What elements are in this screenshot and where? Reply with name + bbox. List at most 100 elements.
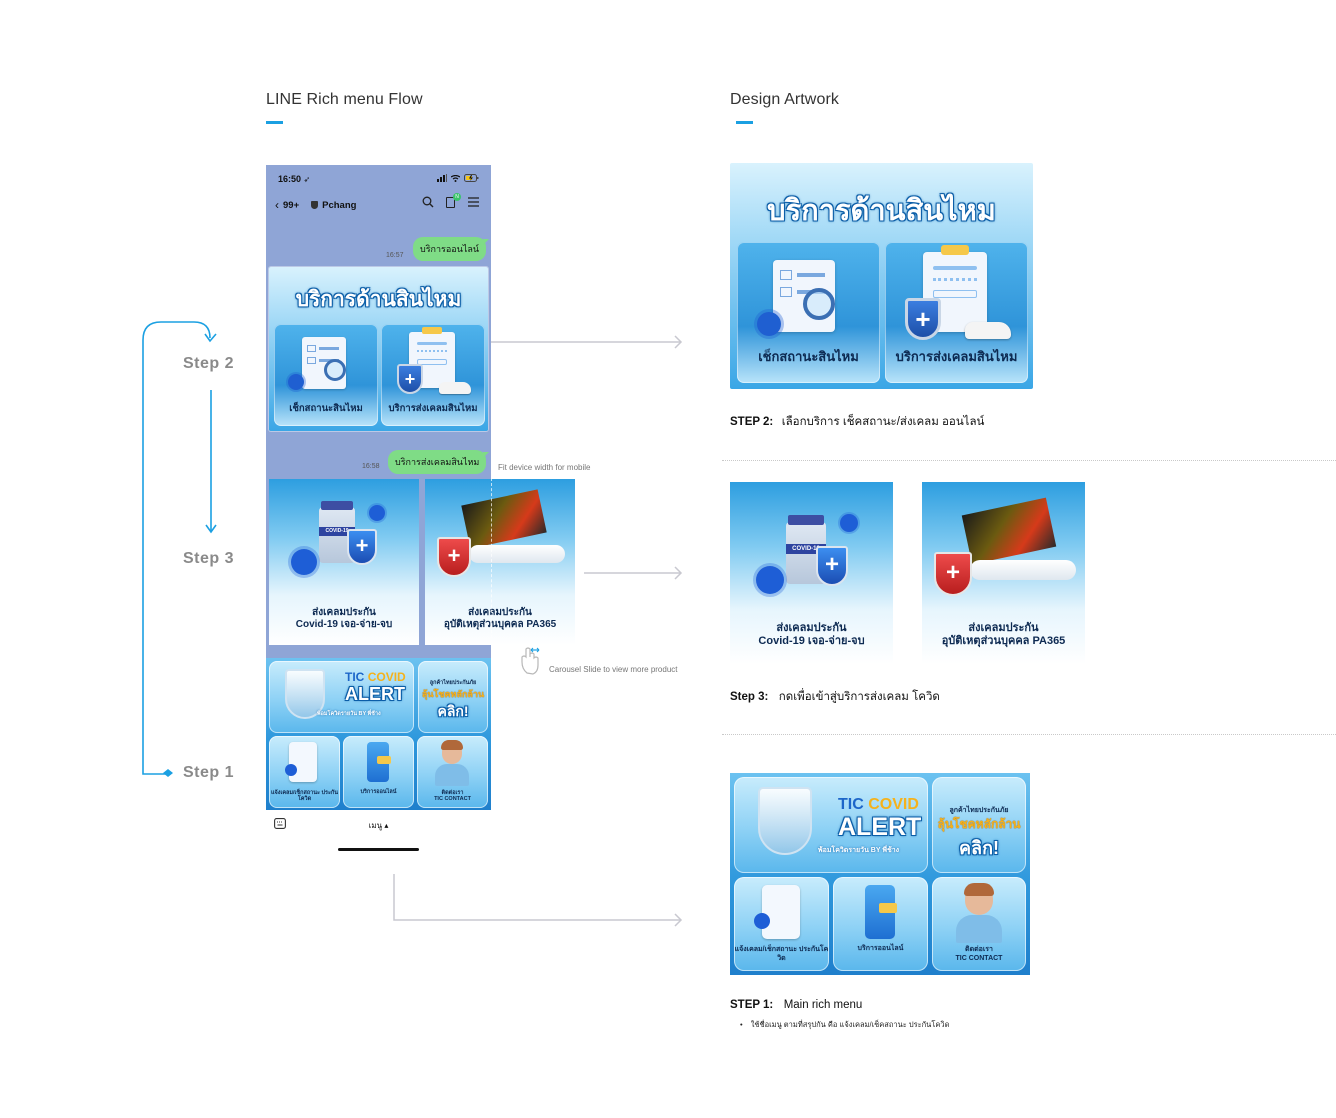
caption-step1: STEP 1: Main rich menu — [730, 995, 862, 1013]
wifi-icon — [451, 174, 460, 182]
check-claim-status-label: เช็กสถานะสินไหม — [289, 403, 363, 414]
left-section-title: LINE Rich menu Flow — [266, 91, 423, 108]
search-icon[interactable] — [422, 196, 434, 208]
artwork-claims-title: บริการด้านสินไหม — [767, 195, 996, 227]
shield-cross-icon: + — [437, 537, 471, 577]
fit-device-hint: Fit device width for mobile — [498, 463, 591, 472]
artwork-covid-line2: Covid-19 เจอ-จ่าย-จบ — [758, 634, 865, 647]
flow-step-1-label: Step 1 — [183, 764, 235, 781]
caption-step2: STEP 2: เลือกบริการ เช็คสถานะ/ส่งเคลม ออ… — [730, 412, 984, 431]
caption-step3-text: กดเพื่อเข้าสู่บริการส่งเคลม โควิด — [778, 691, 940, 703]
shield-plus-icon: + — [816, 546, 848, 586]
keyboard-icon[interactable] — [274, 818, 286, 829]
virus-icon — [757, 312, 781, 336]
artwork-pa365-line1: ส่งเคลมประกัน — [968, 622, 1039, 634]
submit-claim-label: บริการส่งเคลมสินไหม — [388, 403, 478, 414]
contact-tile-label2: TIC CONTACT — [434, 796, 471, 803]
status-icons — [437, 174, 479, 182]
artwork-submit-claim-label: บริการส่งเคลมสินไหม — [895, 349, 1018, 364]
elephant-shield-icon — [758, 787, 812, 855]
rich-menu-online-service-tile[interactable]: บริการออนไลน์ — [343, 736, 414, 808]
step1-diamond-marker — [163, 769, 173, 777]
arrow-step2-to-artwork — [491, 335, 683, 349]
bullet-dot: • — [740, 1020, 743, 1029]
artwork-promo-line2: ลุ้นโชคหลักล้าน — [937, 817, 1021, 831]
location-arrow-icon: ➶ — [303, 175, 311, 184]
battery-charging-icon — [464, 174, 479, 182]
swipe-hand-icon — [519, 645, 543, 682]
call-center-agent-icon — [441, 740, 463, 764]
status-time: 16:50 ➶ — [278, 174, 311, 184]
artwork-rich-menu: TIC COVID ALERT พ้อมโควิดรายวัน BY พี่ช้… — [730, 773, 1030, 975]
banner-title-tic: TIC — [345, 670, 365, 684]
rich-menu-claim-status-tile[interactable]: แจ้งเคลม/เช็กสถานะ ประกันโควิด — [269, 736, 340, 808]
pa365-card-line2: อุบัติเหตุส่วนบุคคล PA365 — [443, 618, 557, 630]
virus-icon — [285, 764, 297, 776]
check-claim-status-tile[interactable]: เช็กสถานะสินไหม — [274, 324, 378, 426]
online-service-tile-label: บริการออนไลน์ — [360, 789, 397, 796]
rich-menu-toggle[interactable]: เมนู ▴ — [368, 821, 389, 830]
notes-icon[interactable]: N — [446, 193, 461, 208]
arrow-step1-to-artwork — [393, 874, 683, 927]
virus-icon — [756, 566, 784, 594]
arrow-step3-to-artwork — [584, 566, 683, 580]
rich-menu-toggle-bar: เมนู ▴ — [266, 810, 491, 860]
caption-step1-bullet: • ใช้ชื่อเมนู ตามที่สรุปกัน คือ แจ้งเคลม… — [740, 1019, 949, 1031]
caption-step2-text: เลือกบริการ เช็คสถานะ/ส่งเคลม ออนไลน์ — [781, 416, 985, 428]
virus-icon — [288, 374, 304, 390]
artwork-banner-tic: TIC — [838, 796, 864, 813]
caption-step1-bullet-text: ใช้ชื่อเมนู ตามที่สรุปกัน คือ แจ้งเคลม/เ… — [750, 1020, 950, 1029]
arm-cast-icon — [970, 560, 1076, 580]
back-chevron-icon[interactable]: ‹ — [275, 198, 279, 212]
rich-menu-contact-tile[interactable]: ติดต่อเรา TIC CONTACT — [417, 736, 488, 808]
shield-plus-icon: + — [905, 298, 941, 340]
shield-plus-icon: + — [347, 529, 377, 565]
smartphone-chat-icon — [865, 885, 897, 939]
arrowhead-step3 — [205, 524, 217, 534]
rich-menu-covid-alert-banner[interactable]: TIC COVID ALERT พ้อมโควิดรายวัน BY พี่ช้… — [269, 661, 414, 733]
line-chat-screen: 16:50 ➶ ‹ 99+ Pchang N 16:57 บริการออนไล… — [266, 165, 575, 810]
phone-form-hand-icon — [289, 742, 317, 782]
artwork-covid-alert-banner: TIC COVID ALERT พ้อมโควิดรายวัน BY พี่ช้… — [734, 777, 928, 873]
menu-icon[interactable] — [468, 197, 479, 207]
artwork-promo-line1: ลูกค้าไทยประกันภัย — [949, 807, 1009, 814]
caption-step1-text: Main rich menu — [783, 999, 863, 1011]
right-title-underline — [736, 121, 753, 124]
caption-step2-label: STEP 2: — [730, 416, 774, 428]
virus-icon — [840, 514, 858, 532]
unread-count[interactable]: 99+ — [283, 199, 300, 211]
right-section-title: Design Artwork — [730, 91, 839, 108]
caption-step3: Step 3: กดเพื่อเข้าสู่บริการส่งเคลม โควิ… — [730, 687, 940, 706]
left-title-underline — [266, 121, 283, 124]
artwork-check-status-label: เช็กสถานะสินไหม — [758, 349, 859, 364]
section-divider — [722, 734, 1336, 735]
message-time: 16:57 — [386, 252, 404, 259]
chat-bubble-claim-service[interactable]: บริการส่งเคลมสินไหม — [388, 450, 490, 474]
virus-icon — [369, 505, 385, 521]
promo-line2: ลุ้นโชคหลักล้าน — [421, 689, 485, 699]
claims-card-title: บริการด้านสินไหม — [295, 288, 462, 311]
claims-service-card: บริการด้านสินไหม เช็กสถานะสินไหม + บริกา… — [269, 267, 488, 431]
checklist-magnifier-icon — [302, 337, 346, 389]
banner-title-covid: COVID — [367, 670, 406, 684]
promo-line3: คลิก! — [437, 703, 469, 719]
virus-icon — [754, 913, 770, 929]
elephant-shield-icon — [285, 669, 325, 719]
phone-form-hand-icon — [762, 885, 800, 939]
chat-bubble-online-service[interactable]: บริการออนไลน์ — [413, 237, 490, 261]
artwork-banner-subtitle: พ้อมโควิดรายวัน BY พี่ช้าง — [818, 847, 900, 854]
pa365-card-line1: ส่งเคลมประกัน — [468, 607, 532, 618]
carousel-card-pa365[interactable]: + ส่งเคลมประกัน อุบัติเหตุส่วนบุคคล PA36… — [425, 479, 575, 645]
artwork-online-service-tile: บริการออนไลน์ — [833, 877, 928, 971]
artwork-claim-status-label: แจ้งเคลม/เช็กสถานะ ประกันโควิด — [734, 946, 829, 962]
artwork-covid-card: COVID-19 + ส่งเคลมประกัน Covid-19 เจอ-จ่… — [730, 482, 893, 664]
claim-status-tile-label: แจ้งเคลม/เช็กสถานะ ประกันโควิด — [271, 789, 338, 803]
rich-menu-promo-tile[interactable]: ลูกค้าไทยประกันภัย ลุ้นโชคหลักล้าน คลิก! — [418, 661, 488, 733]
chat-header-actions: N — [422, 193, 479, 208]
submit-claim-tile[interactable]: + บริการส่งเคลมสินไหม — [381, 324, 485, 426]
artwork-submit-claim-tile: + บริการส่งเคลมสินไหม — [885, 242, 1028, 383]
carousel-card-covid[interactable]: COVID-19 + ส่งเคลมประกัน Covid-19 เจอ-จ่… — [269, 479, 419, 645]
contact-tile-label1: ติดต่อเรา — [441, 789, 464, 796]
artwork-pa365-card: + ส่งเคลมประกัน อุบัติเหตุส่วนบุคคล PA36… — [922, 482, 1085, 664]
artwork-banner-covid: COVID — [868, 796, 919, 813]
